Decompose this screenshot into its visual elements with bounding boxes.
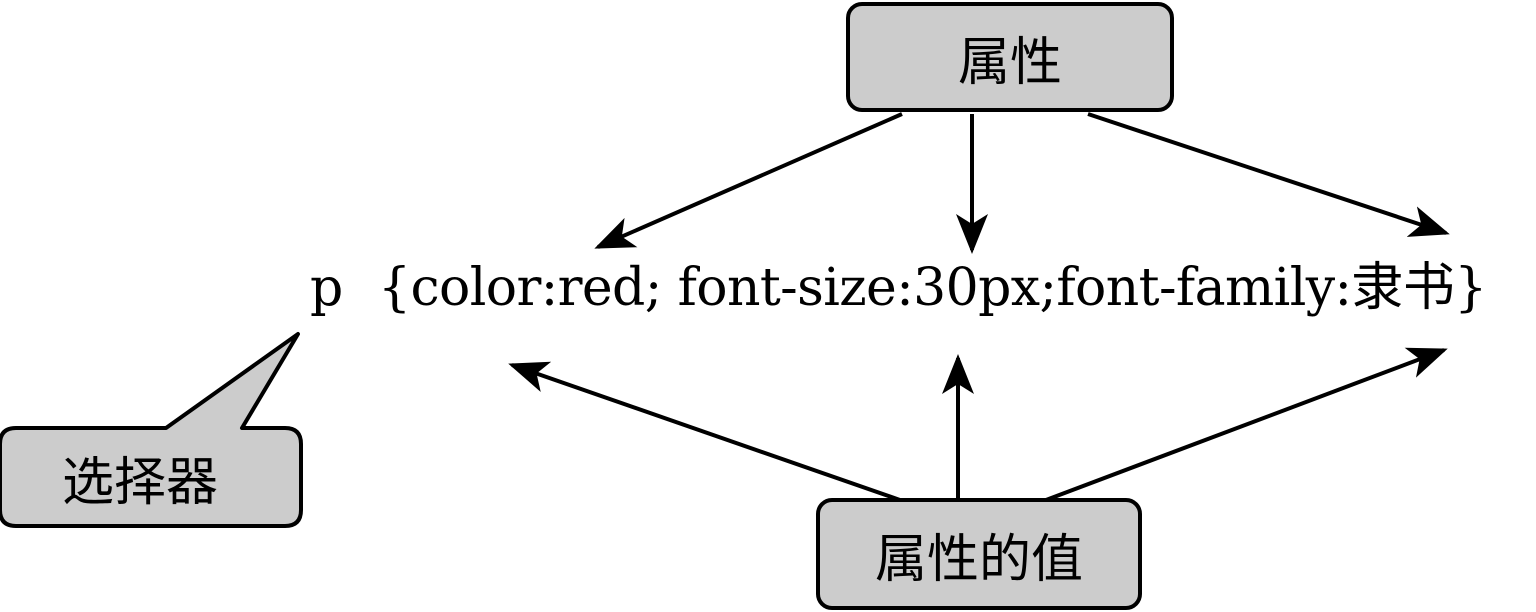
arrow-property-to-font-family [1087, 112, 1450, 237]
arrow-value-to-red [508, 361, 901, 502]
arrow-value-to-lishu [1045, 347, 1448, 502]
arrow-property-to-color [594, 112, 903, 249]
property-label: 属性 [957, 32, 1062, 93]
selector-callout-bubble [0, 332, 303, 528]
selector-label-box: 选择器 [0, 428, 301, 526]
css-declaration-block: {color:red; font-size:30px;font-family:隶… [378, 258, 1487, 318]
property-label-box: 属性 [846, 2, 1174, 112]
selector-label: 选择器 [62, 452, 219, 513]
property-value-label: 属性的值 [874, 529, 1083, 590]
property-value-label-box: 属性的值 [816, 498, 1142, 610]
css-selector-token: p [310, 258, 344, 318]
